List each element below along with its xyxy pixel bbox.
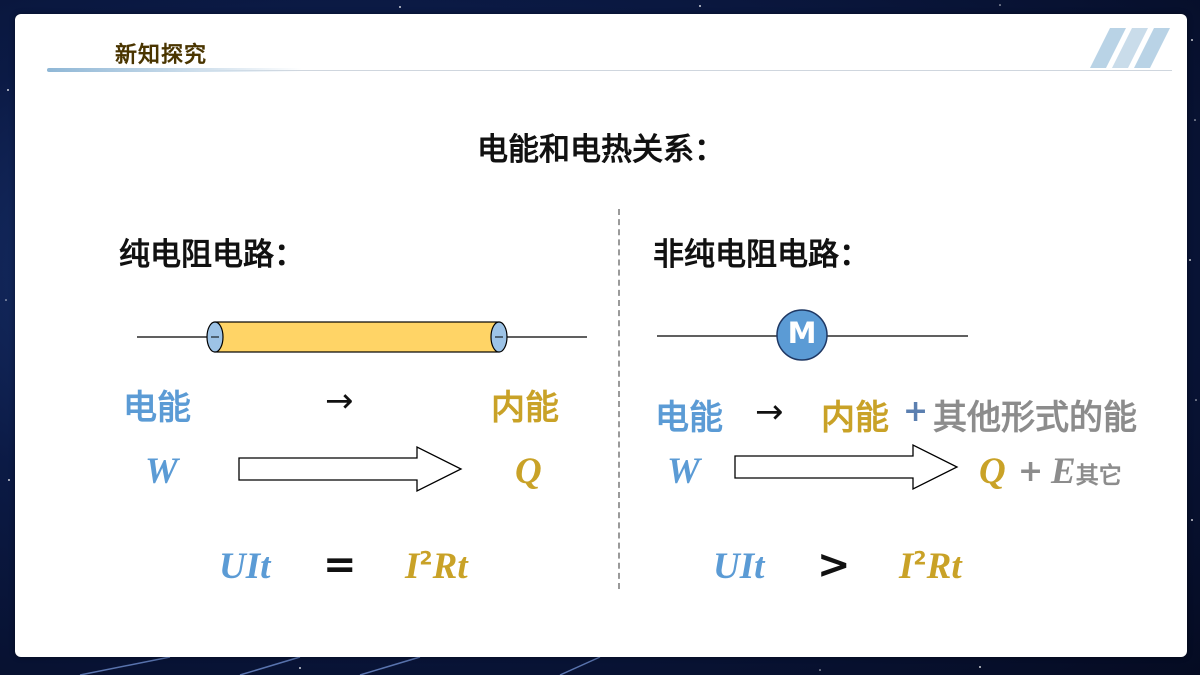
right-hollow-arrow-icon bbox=[734, 443, 959, 491]
resistor-diagram bbox=[137, 321, 587, 353]
center-divider bbox=[618, 209, 620, 589]
right-electric-energy: 电能 bbox=[655, 398, 723, 438]
right-formula-i2rt: I2Rt bbox=[899, 546, 962, 587]
left-var-q: Q bbox=[515, 451, 542, 492]
right-greater-sign: > bbox=[817, 542, 851, 588]
right-internal-energy: 内能 bbox=[821, 398, 889, 438]
left-internal-energy: 内能 bbox=[491, 388, 559, 428]
section-title: 新知探究 bbox=[115, 43, 208, 68]
left-formula-i2rt: I2Rt bbox=[405, 546, 468, 587]
motor-label: M bbox=[787, 316, 817, 350]
right-energy-arrow: → bbox=[755, 392, 784, 432]
diagonal-stripes-decoration bbox=[1090, 28, 1170, 68]
left-equals-sign: = bbox=[323, 542, 357, 588]
main-title: 电能和电热关系： bbox=[477, 132, 725, 168]
left-hollow-arrow-icon bbox=[238, 445, 463, 493]
header-rule bbox=[47, 70, 1172, 71]
right-var-w: W bbox=[667, 451, 700, 492]
right-other-energy: 其他形式的能 bbox=[933, 398, 1137, 438]
left-formula-uit: UIt bbox=[219, 546, 271, 587]
right-var-q: Q bbox=[979, 451, 1006, 492]
left-title: 纯电阻电路： bbox=[119, 237, 305, 273]
right-var-e-other: E其它 bbox=[1051, 451, 1122, 492]
left-energy-arrow: → bbox=[325, 381, 354, 421]
header-accent-bar bbox=[47, 68, 302, 72]
right-var-plus: + bbox=[1018, 454, 1044, 489]
left-var-w: W bbox=[145, 451, 178, 492]
slide: 新知探究 电能和电热关系： 纯电阻电路： 电能 → 内能 W Q UIt = I… bbox=[15, 14, 1187, 657]
right-title: 非纯电阻电路： bbox=[653, 237, 870, 273]
right-formula-uit: UIt bbox=[713, 546, 765, 587]
left-electric-energy: 电能 bbox=[123, 388, 191, 428]
motor-diagram bbox=[657, 309, 968, 361]
right-plus-sign: + bbox=[903, 394, 929, 429]
